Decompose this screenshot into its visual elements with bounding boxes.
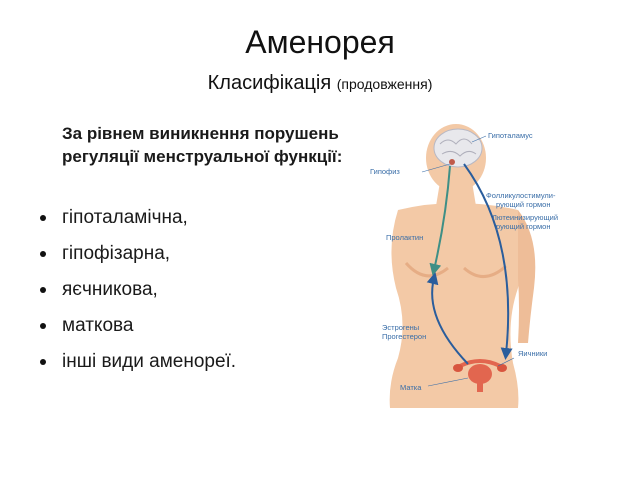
bullet-text: яєчникова, [62, 279, 158, 300]
label-uterus: Матка [400, 383, 422, 392]
slide-subtitle: Класифікація (продовження) [0, 72, 640, 95]
label-hypothalamus: Гипоталамус [488, 131, 533, 140]
subtitle-main: Класифікація [207, 72, 332, 94]
estrogen-arrow [426, 272, 469, 365]
label-lh-1: Лютеинизирующий [492, 213, 558, 222]
bullet-text: інші види аменореї. [62, 351, 237, 372]
bullet-dot-icon [40, 251, 46, 257]
bullet-item: інші види аменореї. [40, 344, 236, 380]
bullet-item: гіпоталамічна, [40, 200, 236, 236]
slide-title: Аменорея [245, 24, 395, 60]
body-silhouette [389, 124, 536, 408]
bullet-dot-icon [40, 323, 46, 329]
bullet-list: гіпоталамічна, гіпофізарна, яєчникова, м… [40, 200, 236, 380]
label-ovaries: Яичники [518, 349, 547, 358]
bullet-text: маткова [62, 315, 134, 336]
bullet-item: маткова [40, 308, 236, 344]
subtitle-note: (продовження) [336, 76, 433, 92]
bullet-item: гіпофізарна, [40, 236, 236, 272]
prolactin-arrow [429, 165, 451, 276]
bullet-text: гіпоталамічна, [62, 207, 188, 228]
label-lh-2: рующий гормон [496, 222, 550, 231]
bullet-dot-icon [40, 359, 46, 365]
bullet-dot-icon [40, 215, 46, 221]
bullet-text: гіпофізарна, [62, 243, 171, 264]
fsh-lh-arrow [463, 163, 513, 360]
brain-graphic [433, 128, 483, 168]
label-progesterone: Прогестерон [382, 332, 426, 341]
label-prolactin: Пролактин [386, 233, 423, 242]
bullet-item: яєчникова, [40, 272, 236, 308]
label-fsh-1: Фолликулостимули- [486, 191, 556, 200]
bullet-dot-icon [40, 287, 46, 293]
uterus-graphic [453, 359, 507, 392]
lead-text: За рівнем виникнення порушень регуляції … [62, 124, 343, 166]
anatomy-illustration: Гипоталамус Гипофиз Фолликулостимули- ру… [370, 124, 558, 408]
label-fsh-2: рующий гормон [496, 200, 550, 209]
label-estrogen: Эстрогены [382, 323, 419, 332]
label-pituitary: Гипофиз [370, 167, 400, 176]
